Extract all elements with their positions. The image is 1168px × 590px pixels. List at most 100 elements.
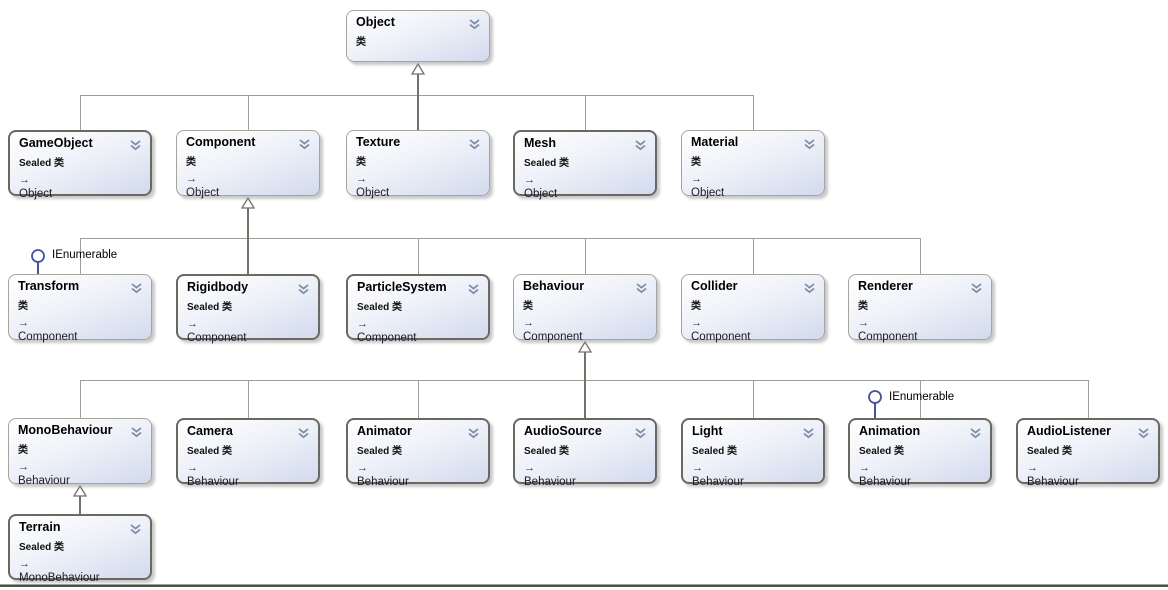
base-type: →Behaviour: [357, 461, 480, 489]
base-type-name: Component: [187, 332, 247, 344]
inheritance-trunk-line: [79, 495, 81, 514]
class-title: Renderer: [858, 279, 913, 293]
class-title: Rigidbody: [187, 280, 249, 294]
class-box-header: Material: [691, 135, 816, 155]
base-type-name: Object: [186, 187, 220, 199]
inheritance-drop-line: [418, 380, 419, 418]
collapse-chevron-icon[interactable]: [970, 281, 983, 299]
collapse-chevron-icon[interactable]: [129, 138, 142, 156]
base-type-arrow-icon: →: [19, 558, 30, 570]
class-box-header: Collider: [691, 279, 816, 299]
base-type-arrow-icon: →: [356, 173, 367, 185]
collapse-chevron-icon[interactable]: [297, 426, 310, 444]
collapse-chevron-icon[interactable]: [468, 137, 481, 155]
base-type-name: Component: [357, 332, 417, 344]
inheritance-drop-line: [1088, 380, 1089, 418]
base-type-arrow-icon: →: [691, 317, 702, 329]
class-title: Mesh: [524, 136, 556, 150]
inheritance-drop-line: [418, 238, 419, 274]
class-title: MonoBehaviour: [18, 423, 113, 437]
class-kind: 类: [18, 445, 28, 456]
class-box-header: Animation: [859, 424, 982, 444]
collapse-chevron-icon[interactable]: [467, 426, 480, 444]
base-type-arrow-icon: →: [187, 462, 198, 474]
collapse-chevron-icon[interactable]: [130, 281, 143, 299]
class-title: Material: [691, 135, 739, 149]
class-kind: Sealed 类: [357, 446, 403, 457]
class-title: Transform: [18, 279, 80, 293]
base-type-arrow-icon: →: [524, 462, 535, 474]
collapse-chevron-icon[interactable]: [468, 17, 481, 35]
base-type: →Object: [356, 172, 481, 200]
interface-lollipop-icon[interactable]: [867, 389, 883, 405]
collapse-chevron-icon[interactable]: [129, 522, 142, 540]
inheritance-trunk-line: [417, 73, 419, 130]
class-kind: Sealed 类: [524, 446, 570, 457]
base-type: →Behaviour: [859, 461, 982, 489]
interface-lollipop-label: IEnumerable: [889, 391, 955, 403]
base-type-arrow-icon: →: [1027, 462, 1038, 474]
base-type-name: Object: [691, 187, 725, 199]
inheritance-triangle-icon: [410, 62, 426, 75]
class-title: Texture: [356, 135, 401, 149]
base-type: →Behaviour: [18, 460, 143, 488]
class-title: AudioListener: [1027, 424, 1112, 438]
class-box-texture[interactable]: Texture 类 →Object: [346, 130, 490, 199]
collapse-chevron-icon[interactable]: [297, 282, 310, 300]
collapse-chevron-icon[interactable]: [634, 426, 647, 444]
base-type: → Component: [691, 316, 816, 344]
inheritance-drop-line: [753, 238, 754, 274]
collapse-chevron-icon[interactable]: [802, 426, 815, 444]
inheritance-bus-line: [80, 95, 753, 96]
collapse-chevron-icon[interactable]: [969, 426, 982, 444]
base-type-arrow-icon: →: [186, 173, 197, 185]
class-box-header: Rigidbody: [187, 280, 310, 300]
interface-lollipop-icon[interactable]: [30, 248, 46, 264]
base-type: →Object: [691, 172, 816, 200]
collapse-chevron-icon[interactable]: [298, 137, 311, 155]
class-kind: 类: [18, 301, 28, 312]
class-box-header: Behaviour: [523, 279, 648, 299]
base-type-name: Component: [691, 331, 751, 343]
collapse-chevron-icon[interactable]: [635, 281, 648, 299]
collapse-chevron-icon[interactable]: [467, 282, 480, 300]
base-type: →Component: [523, 316, 648, 344]
class-kind: 类: [356, 157, 366, 168]
collapse-chevron-icon[interactable]: [803, 281, 816, 299]
inheritance-drop-line: [80, 95, 81, 130]
collapse-chevron-icon[interactable]: [803, 137, 816, 155]
inheritance-drop-line: [753, 95, 754, 130]
collapse-chevron-icon[interactable]: [1137, 426, 1150, 444]
class-box-monobehaviour[interactable]: MonoBehaviour 类 →Behaviour: [8, 418, 152, 487]
class-title: Terrain: [19, 520, 61, 534]
interface-lollipop-stick: [37, 262, 39, 274]
class-box-header: AudioListener: [1027, 424, 1150, 444]
class-box-header: ParticleSystem: [357, 280, 480, 300]
class-box-material[interactable]: Material 类 →Object: [681, 130, 825, 199]
collapse-chevron-icon[interactable]: [130, 425, 143, 443]
class-title: ParticleSystem: [357, 280, 447, 294]
class-kind: Sealed 类: [692, 446, 738, 457]
base-type: →Object: [524, 173, 647, 201]
class-kind: 类: [691, 157, 701, 168]
collapse-chevron-icon[interactable]: [634, 138, 647, 156]
base-type: →MonoBehaviour: [19, 557, 142, 585]
class-box-header: Animator: [357, 424, 480, 444]
